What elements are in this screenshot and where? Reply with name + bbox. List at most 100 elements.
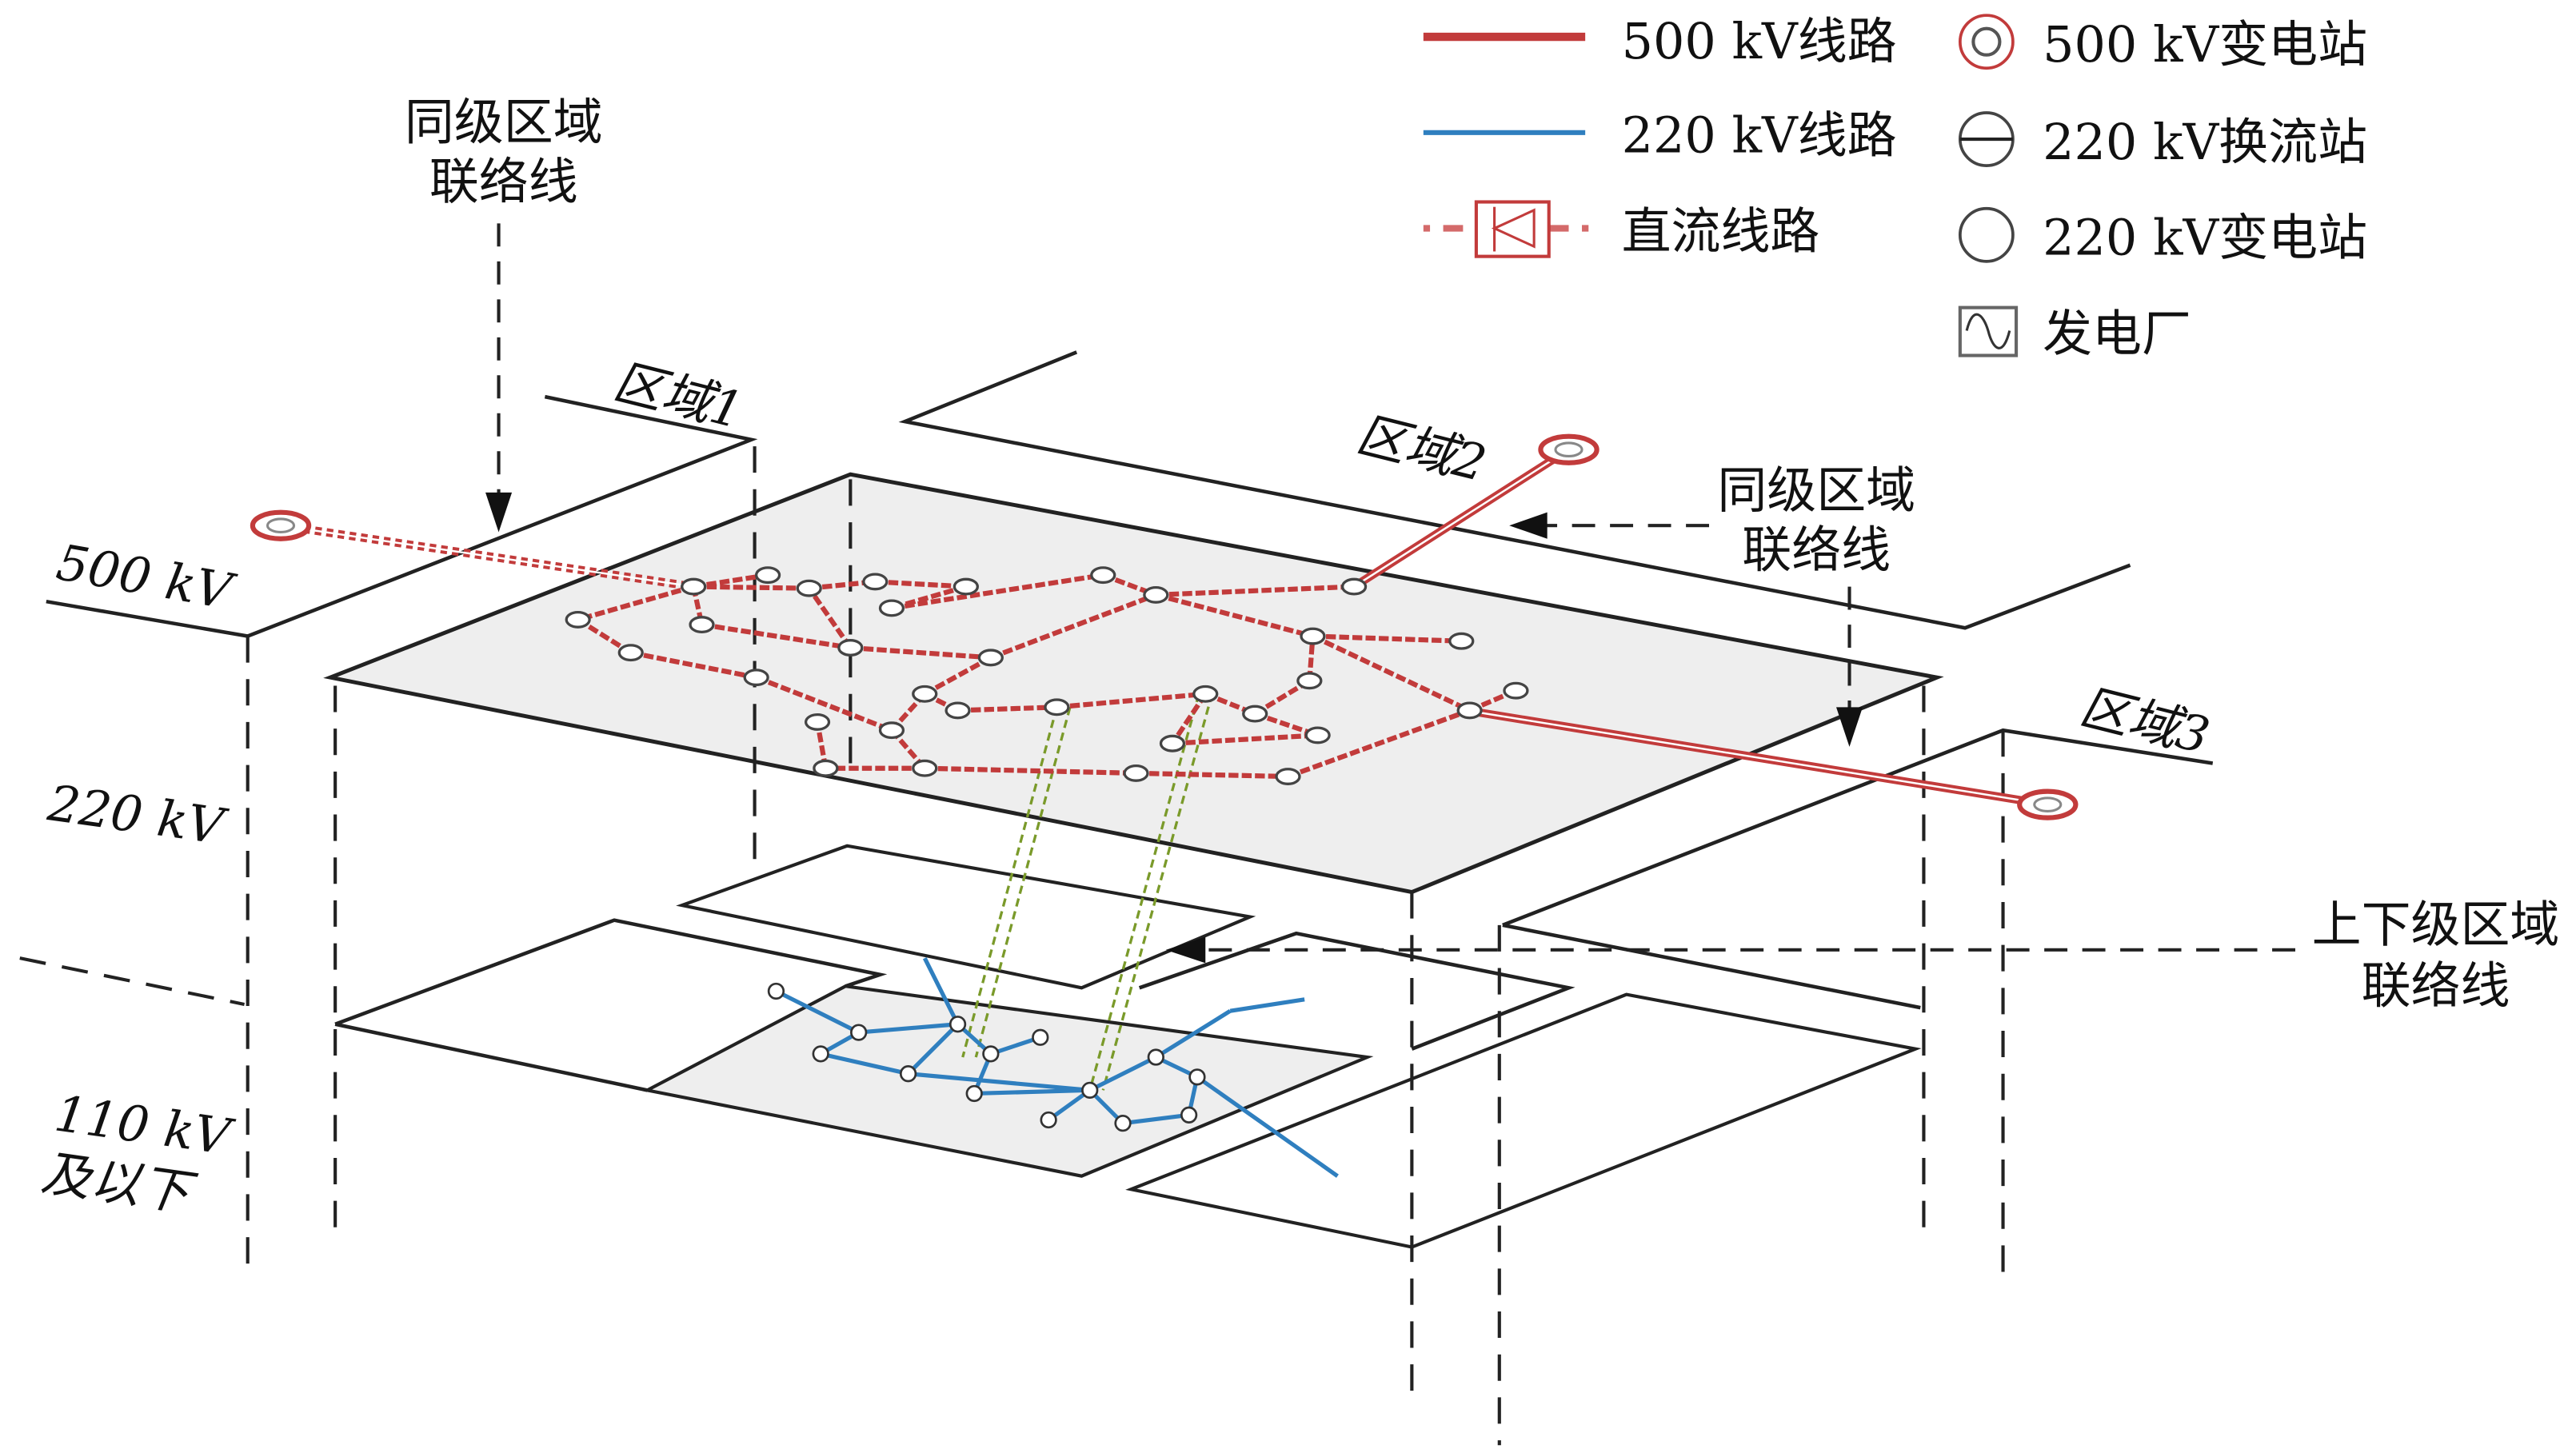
- 220kv-substation-node: [850, 1024, 868, 1041]
- substation-node: [796, 579, 822, 597]
- substation-node: [1044, 698, 1070, 717]
- dc-line-icon: [1423, 200, 1599, 258]
- 500kv-line: [693, 584, 809, 591]
- 500kv-line: [701, 622, 851, 651]
- substation-node: [1159, 734, 1186, 752]
- 220kv-substation-node: [949, 1016, 967, 1033]
- 500kv-line: [1056, 691, 1206, 710]
- 220kv-network: [767, 957, 1339, 1178]
- 500kv-line: [1312, 633, 1471, 713]
- substation-node: [1456, 701, 1483, 720]
- 220kv-line: [1122, 1112, 1189, 1126]
- 220kv-substation-node: [1032, 1028, 1049, 1046]
- 220kv-plane-right: [1502, 923, 1921, 1010]
- inter-level-tie-lines: [961, 693, 1214, 1091]
- 220kv-substation-node: [767, 982, 785, 1000]
- cross-level-tie-label-line2: 联络线: [2362, 957, 2510, 1015]
- 500kv-substation-inner: [266, 517, 296, 534]
- substation-node: [1275, 768, 1301, 785]
- substation-node: [862, 573, 889, 591]
- legend-dc-line-label: 直流线路: [1622, 202, 1820, 260]
- 220kv-line: [908, 1072, 1090, 1092]
- substation-node: [1296, 672, 1323, 690]
- same-level-tie-label-1-line1: 同级区域: [405, 94, 603, 151]
- inter-level-tie-line: [1088, 693, 1200, 1091]
- 500kv-substation-node: [2017, 788, 2079, 820]
- region-outlines: [19, 350, 2214, 1446]
- 500kv-line: [577, 584, 695, 622]
- 500kv-plane: [323, 472, 1944, 895]
- substation-node: [1192, 685, 1219, 703]
- 500kv-line: [1287, 708, 1471, 779]
- 220kv-substation-node: [965, 1084, 983, 1103]
- substation-node: [565, 610, 591, 629]
- substation-node: [1448, 632, 1475, 650]
- legend-500kv-line-label: 500 kV线路: [1622, 13, 1897, 70]
- 220kv-line: [858, 1022, 958, 1035]
- 220kv-substation-node: [1188, 1068, 1206, 1086]
- dc-line-center: [280, 524, 694, 588]
- 500kv-line: [1156, 584, 1355, 598]
- 500kv-line: [807, 586, 853, 649]
- region1-label: 区域1: [608, 353, 749, 440]
- substation-node: [912, 759, 938, 777]
- inter-level-tie-line: [1101, 693, 1214, 1091]
- region2-label: 区域2: [1351, 405, 1492, 493]
- substation-node: [945, 701, 971, 720]
- 220kv-line: [1154, 1009, 1232, 1060]
- 500kv-line: [1170, 693, 1208, 745]
- arrow-head-icon: [1165, 936, 1206, 964]
- legend-220kv-substation-label: 220 kV变电站: [2043, 210, 2367, 267]
- annotations: 同级区域 联络线 同级区域 联络线 上下级区域 联络线 区域1 区域2 区域3 …: [38, 94, 2559, 1223]
- arrow-head-icon: [1509, 512, 1548, 539]
- vertical-guides: [246, 446, 2005, 1446]
- 220kv-line: [974, 1088, 1090, 1096]
- 220kv-line: [906, 1022, 960, 1076]
- 500kv-line: [989, 593, 1157, 661]
- 500kv-line: [850, 645, 992, 661]
- legend-220kv-converter-label: 220 kV换流站: [2043, 114, 2367, 171]
- 220kv-substation-node: [1114, 1115, 1132, 1132]
- substation-node: [689, 616, 715, 634]
- 220kv-substation-node: [1180, 1106, 1198, 1124]
- inter-level-tie-line: [974, 706, 1072, 1058]
- 220kv-line: [1196, 1075, 1339, 1178]
- 220kv-substation-node: [1147, 1048, 1164, 1066]
- substation-node: [878, 721, 905, 740]
- substation-node: [804, 713, 831, 731]
- substation-node: [1123, 764, 1149, 782]
- 220kv-line: [775, 989, 860, 1035]
- substation-node: [878, 599, 905, 617]
- legend-power-plant-label: 发电厂: [2043, 305, 2191, 362]
- 500kv-line: [755, 675, 893, 733]
- same-level-tie-label-1-line2: 联络线: [429, 153, 578, 210]
- 500kv-network: [250, 433, 2079, 820]
- same-level-tie-label-2-line1: 同级区域: [1717, 461, 1915, 519]
- 500kv-substation-inner: [2033, 796, 2063, 812]
- substation-node: [1242, 705, 1268, 723]
- region1-outline: [46, 394, 758, 638]
- 110kv-plane-right: [1125, 992, 1922, 1249]
- 500kv-substation-node: [250, 509, 312, 541]
- 220kv-plane-region3: [1138, 931, 1576, 1051]
- 220kv-line: [1088, 1055, 1157, 1092]
- substation-node: [681, 577, 707, 596]
- 500kv-line: [1136, 770, 1288, 780]
- 500kv-line: [630, 650, 757, 681]
- 220kv-substation-node: [982, 1045, 1000, 1063]
- substation-node: [1090, 566, 1116, 585]
- 500kv-line: [957, 705, 1057, 713]
- 500kv-substation-inner: [1554, 441, 1584, 458]
- 220kv-converter-station-icon: [1958, 111, 2015, 167]
- 500kv-line-center: [1466, 709, 2048, 806]
- 220kv-substation-icon: [1958, 206, 2015, 263]
- 500kv-line: [577, 617, 633, 655]
- 500kv-line: [875, 579, 967, 589]
- 220kv-substation-node: [812, 1045, 829, 1063]
- 500kv-line: [891, 573, 1104, 611]
- 220kv-substation-node: [899, 1065, 917, 1083]
- substation-node: [813, 759, 839, 777]
- substation-node: [1143, 585, 1169, 604]
- substation-node: [977, 649, 1004, 667]
